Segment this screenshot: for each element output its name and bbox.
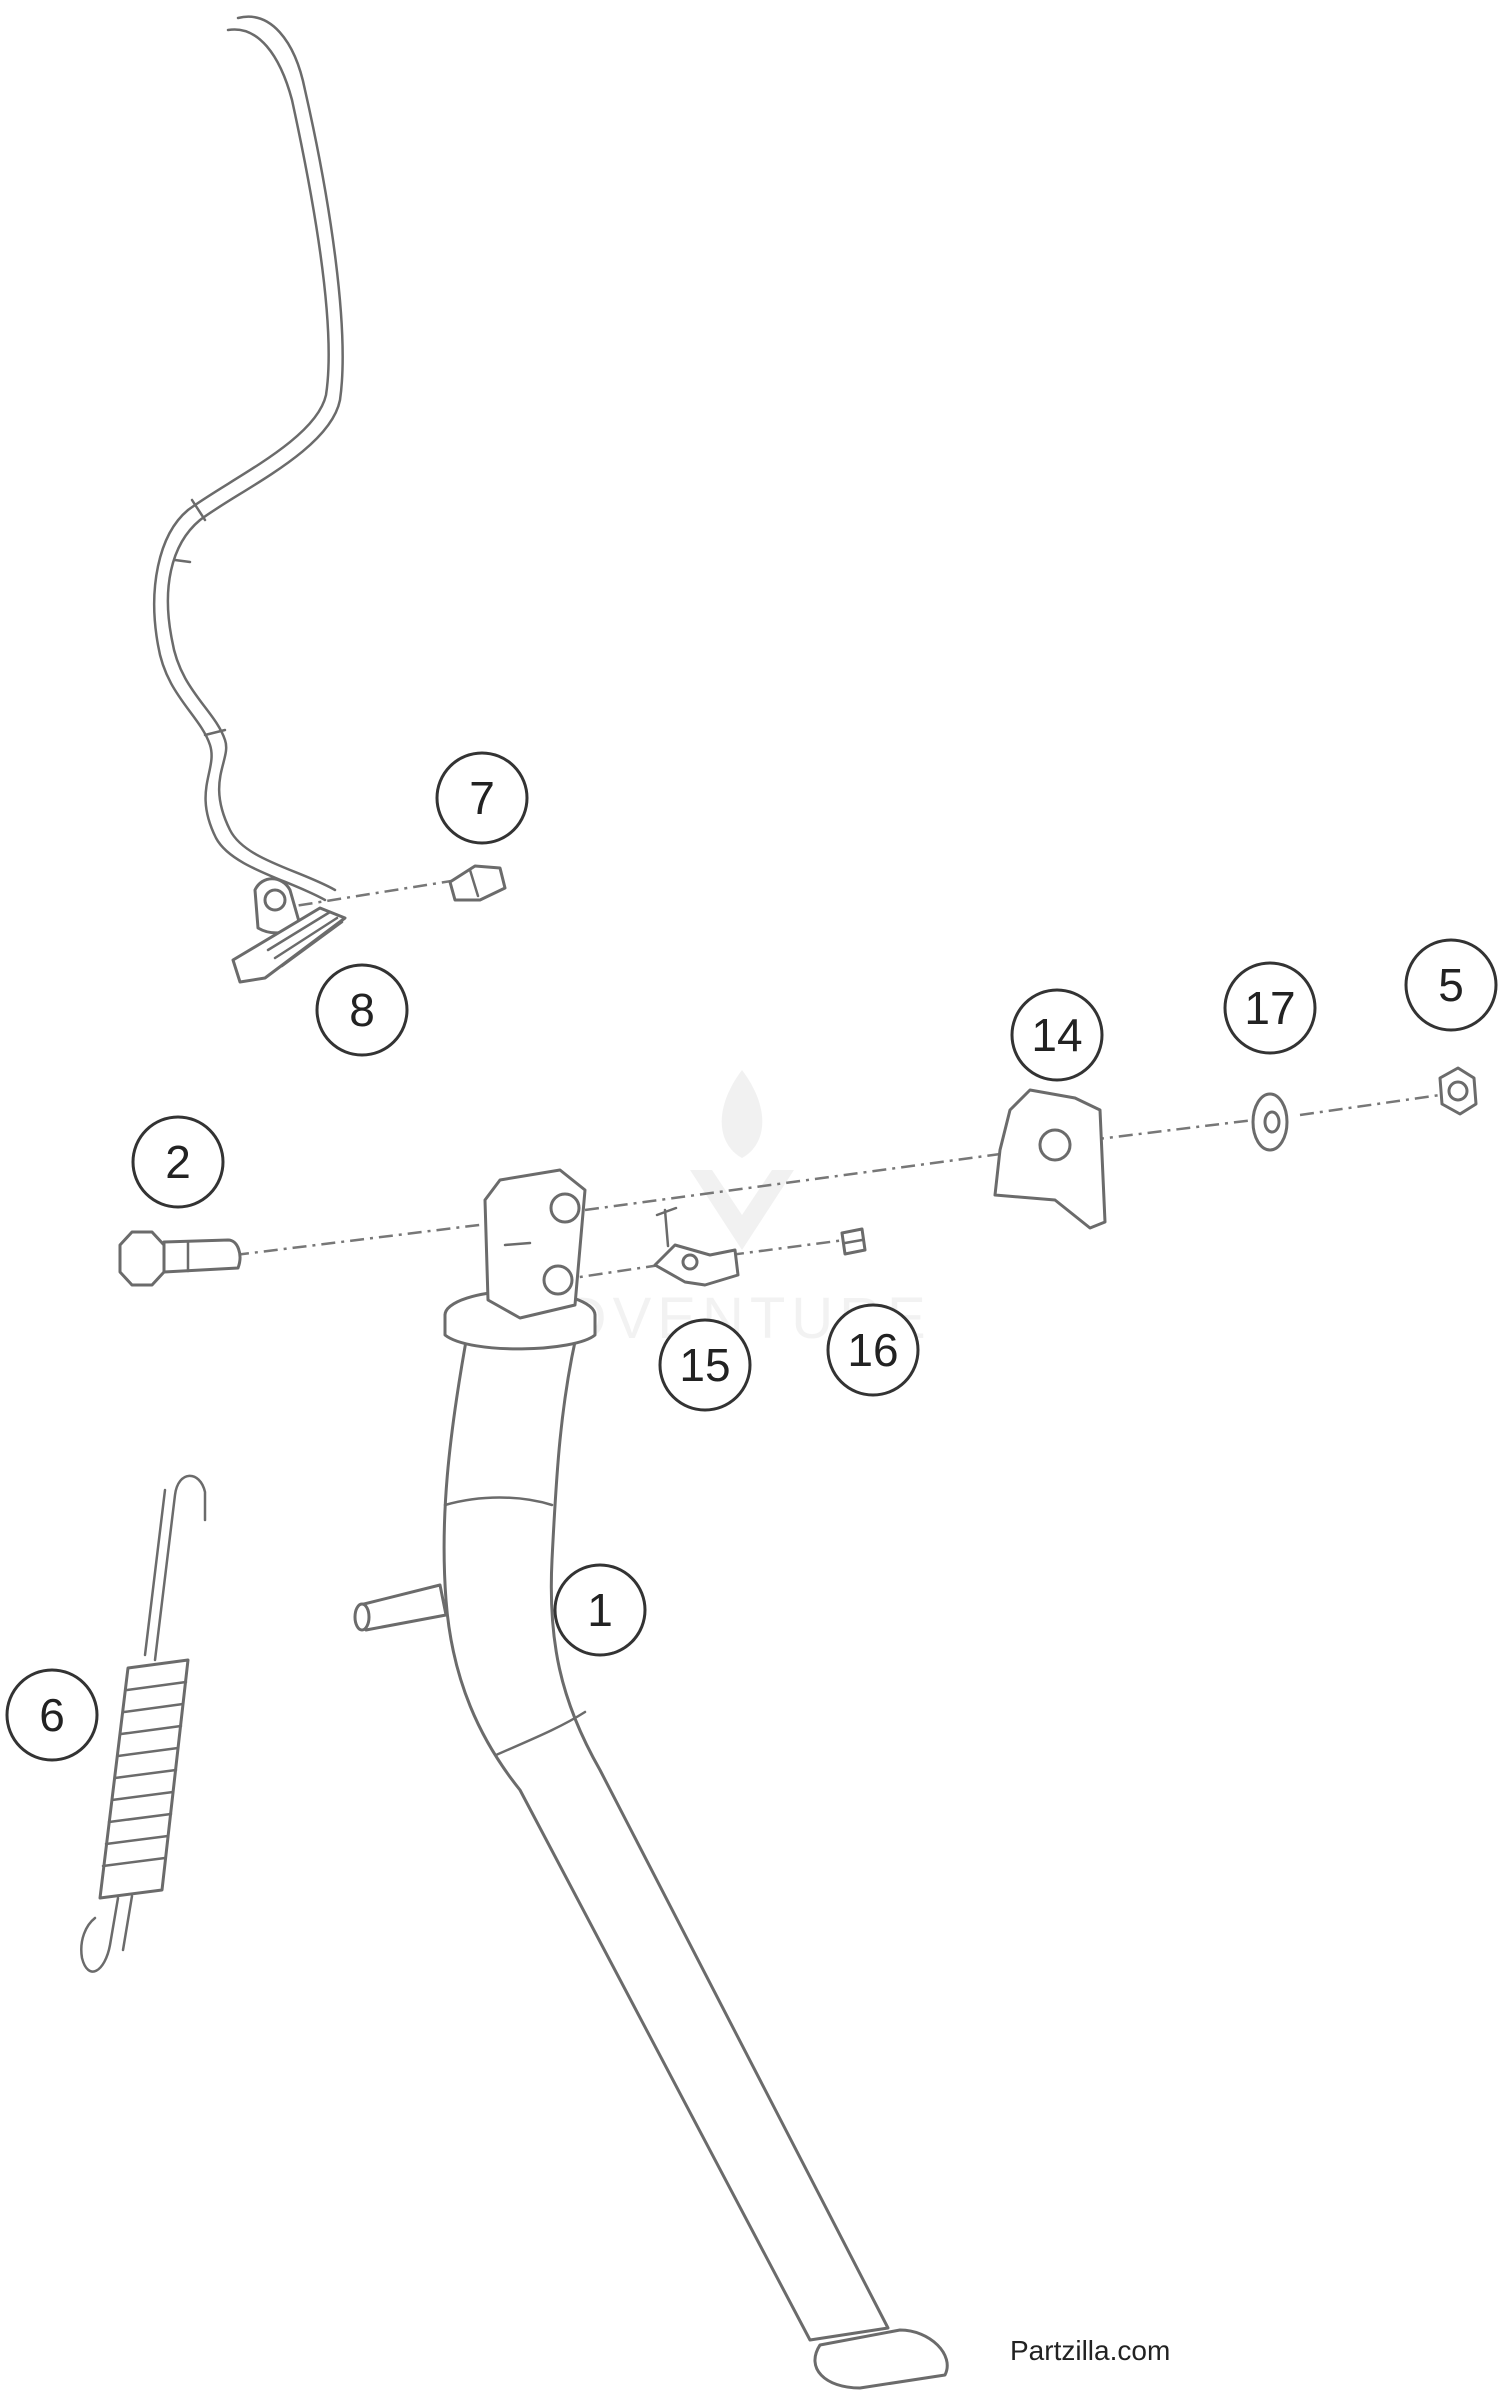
- spring-part: [80, 1474, 207, 1973]
- callout-1: 1: [553, 1563, 647, 1657]
- callout-label: 2: [165, 1136, 191, 1188]
- callout-17: 17: [1223, 961, 1317, 1055]
- callout-label: 17: [1244, 982, 1295, 1034]
- callout-7: 7: [435, 751, 529, 845]
- screw-part: [840, 1227, 867, 1256]
- nut-part: [1438, 1066, 1478, 1116]
- callout-16: 16: [826, 1303, 920, 1397]
- callout-label: 15: [679, 1339, 730, 1391]
- callout-label: 7: [469, 772, 495, 824]
- callout-label: 1: [587, 1584, 613, 1636]
- callout-label: 14: [1031, 1009, 1082, 1061]
- axis-lower-pivot: [559, 1238, 846, 1282]
- callout-8: 8: [315, 963, 409, 1057]
- callout-5: 5: [1404, 938, 1498, 1032]
- side-stand-part: [353, 1168, 949, 2390]
- copyright-notice: Partzilla.com: [1010, 2335, 1171, 2366]
- axis-main-pivot: [234, 1093, 1441, 1257]
- callout-14: 14: [1010, 988, 1104, 1082]
- callout-2: 2: [131, 1115, 225, 1209]
- side-stand-switch-part: [153, 15, 347, 984]
- washer-part: [1251, 1092, 1289, 1152]
- sensor-plate-part: [653, 1206, 740, 1287]
- bolt-7-part: [448, 864, 507, 902]
- axis-bolt-7: [269, 876, 471, 912]
- callout-label: 8: [349, 984, 375, 1036]
- callout-label: 16: [847, 1324, 898, 1376]
- pivot-bolt-part: [118, 1230, 242, 1287]
- callout-6: 6: [5, 1668, 99, 1762]
- switch-bracket-part: [993, 1088, 1107, 1230]
- callout-label: 6: [39, 1689, 65, 1741]
- callout-15: 15: [658, 1318, 752, 1412]
- callout-label: 5: [1438, 959, 1464, 1011]
